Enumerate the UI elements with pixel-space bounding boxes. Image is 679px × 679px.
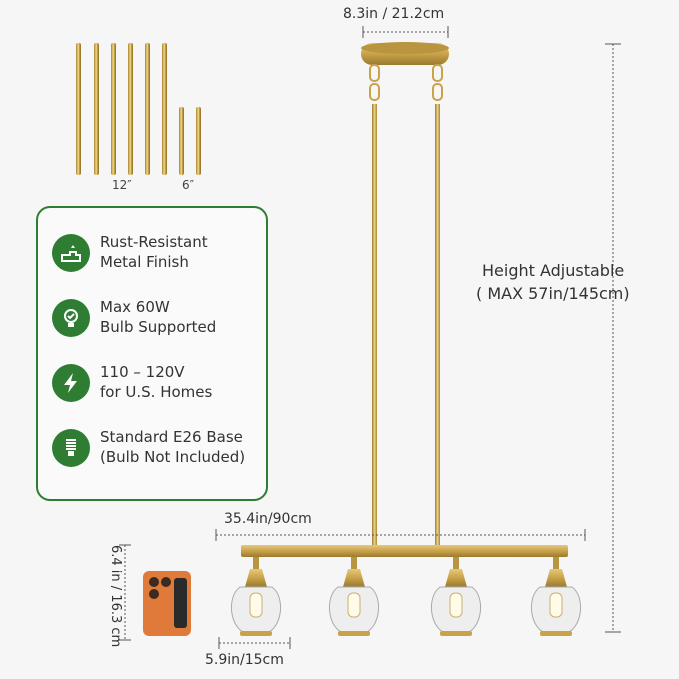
shade-width-dimension: 5.9in/15cm [205,652,284,668]
lightning-icon [52,364,90,402]
feature-line1: Rust-Resistant [100,233,208,251]
feature-max-watt: Max 60W Bulb Supported [52,295,262,343]
pendant [230,557,282,636]
chain [432,64,443,82]
rod-12in [94,43,99,175]
feature-line1: 110 – 120V [100,363,185,381]
feature-line2: (Bulb Not Included) [100,448,246,466]
feature-voltage: 110 – 120V for U.S. Homes [52,360,262,408]
feature-line1: Max 60W [100,298,170,316]
height-max-label: ( MAX 57in/145cm) [476,284,630,303]
rod-12in [145,43,150,175]
down-rod [372,104,377,546]
feature-line2: Bulb Supported [100,318,217,336]
chain [369,64,380,82]
feature-line1: Standard E26 Base [100,428,243,446]
canopy-dimension: 8.3in / 21.2cm [343,6,445,22]
feature-line2: for U.S. Homes [100,383,213,401]
width-dimension: 35.4in/90cm [224,511,312,527]
height-adjustable-label: Height Adjustable [482,261,625,280]
chain [369,83,380,101]
main-bar [241,545,568,557]
feature-line2: Metal Finish [100,253,189,271]
rod-6in [179,107,184,175]
shade-height-dimension: 6.4 in / 16.3 cm [108,545,123,648]
rod-12in [128,43,133,175]
pendant [530,557,582,636]
pendant [328,557,380,636]
down-rod [435,104,440,546]
chain [432,83,443,101]
feature-e26-base: Standard E26 Base (Bulb Not Included) [52,425,262,473]
rod-12in [111,43,116,175]
bulb-icon [52,299,90,337]
pendant [430,557,482,636]
rod-6in-label: 6″ [182,178,195,192]
rod-12in [162,43,167,175]
rod-12in [76,43,81,175]
cfl-bulb-icon [52,429,90,467]
canopy-plate-top [361,42,449,54]
phone-scale-reference [143,571,191,636]
rust-resistant-icon [52,234,90,272]
rod-12in-label: 12″ [112,178,132,192]
rod-6in [196,107,201,175]
